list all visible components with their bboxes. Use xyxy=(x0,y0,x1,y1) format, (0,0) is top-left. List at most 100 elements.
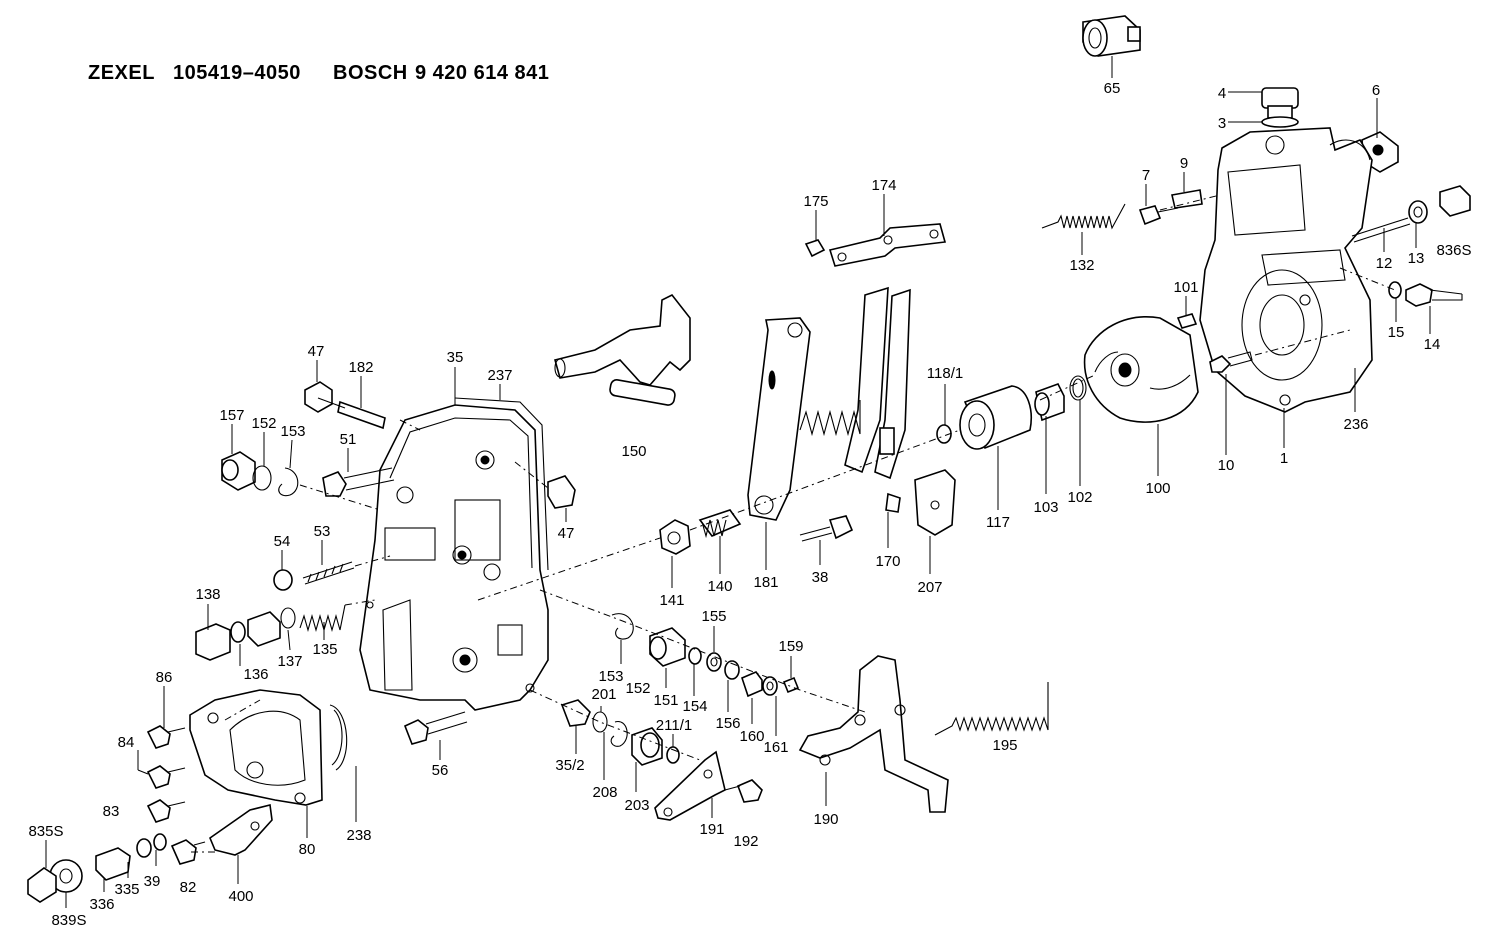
label-51: 51 xyxy=(340,431,357,448)
label-174: 174 xyxy=(871,177,896,194)
part-86-screw xyxy=(146,725,186,749)
part-153-clip-upper xyxy=(278,467,299,497)
header-code2: 9 420 614 841 xyxy=(415,62,550,84)
part-195-spring xyxy=(934,682,1049,736)
part-drawings xyxy=(27,15,1471,903)
part-140-adjuster xyxy=(698,509,742,539)
part-836S-cap xyxy=(1439,185,1471,217)
part-51-screw xyxy=(322,467,395,497)
label-132: 132 xyxy=(1069,257,1094,274)
part-156-washer xyxy=(724,660,740,680)
part-82-screw xyxy=(170,839,206,865)
part-80-cover xyxy=(189,689,323,806)
part-7-screw xyxy=(1138,205,1179,226)
label-35-2: 35/2 xyxy=(555,757,584,774)
label-236: 236 xyxy=(1343,416,1368,433)
part-14-bolt xyxy=(1405,283,1463,307)
label-153-upper: 153 xyxy=(280,423,305,440)
label-9: 9 xyxy=(1180,155,1188,172)
label-161: 161 xyxy=(763,739,788,756)
part-191-plate xyxy=(654,750,726,821)
label-4: 4 xyxy=(1218,85,1226,102)
part-154-ring xyxy=(688,647,702,665)
label-14: 14 xyxy=(1424,336,1441,353)
part-38-screw xyxy=(799,515,854,542)
leader-lines xyxy=(45,56,1431,908)
label-3: 3 xyxy=(1218,115,1226,132)
part-12-bolt xyxy=(1351,217,1411,243)
label-170: 170 xyxy=(875,553,900,570)
label-238: 238 xyxy=(346,827,371,844)
label-1: 1 xyxy=(1280,450,1288,467)
label-86: 86 xyxy=(156,669,173,686)
part-192-screw xyxy=(724,779,763,803)
part-labels: 65 4 3 6 7 9 175 174 132 12 13 836S 101 … xyxy=(28,80,1471,929)
part-160-sleeve xyxy=(741,671,763,698)
part-39-washer xyxy=(153,833,167,851)
label-56: 56 xyxy=(432,762,449,779)
label-53: 53 xyxy=(314,523,331,540)
label-203: 203 xyxy=(624,797,649,814)
label-156: 156 xyxy=(715,715,740,732)
label-47-upper: 47 xyxy=(308,343,325,360)
label-237: 237 xyxy=(487,367,512,384)
part-governor-lever xyxy=(799,286,911,513)
label-84: 84 xyxy=(118,734,135,751)
label-839S: 839S xyxy=(51,912,86,929)
part-136-sleeve xyxy=(230,611,281,647)
label-835S: 835S xyxy=(28,823,63,840)
label-118-1: 118/1 xyxy=(927,365,963,382)
part-132-spring xyxy=(1041,203,1126,230)
header-brand2: BOSCH xyxy=(333,62,408,84)
part-152-ring-upper xyxy=(252,465,272,491)
part-4-plug xyxy=(1261,87,1299,128)
header-code1: 105419–4050 xyxy=(173,62,301,84)
part-118-1-washer xyxy=(936,424,952,444)
part-400-bracket xyxy=(209,804,273,856)
part-161-washer xyxy=(762,676,778,696)
label-101: 101 xyxy=(1173,279,1198,296)
label-83: 83 xyxy=(103,803,120,820)
part-117-sleeve xyxy=(959,385,1032,450)
label-153-lower: 153 xyxy=(598,668,623,685)
part-138-cap xyxy=(195,623,231,661)
label-13: 13 xyxy=(1408,250,1425,267)
label-336: 336 xyxy=(89,896,114,913)
part-101-pin xyxy=(1176,313,1198,329)
part-47-screw-side xyxy=(547,475,576,509)
label-175: 175 xyxy=(803,193,828,210)
label-155: 155 xyxy=(701,608,726,625)
part-102-ring xyxy=(1069,375,1087,401)
label-7: 7 xyxy=(1142,167,1150,184)
label-154: 154 xyxy=(682,698,707,715)
label-191: 191 xyxy=(699,821,724,838)
label-6: 6 xyxy=(1372,82,1380,99)
label-207: 207 xyxy=(917,579,942,596)
label-335: 335 xyxy=(114,881,139,898)
part-84-screw xyxy=(146,765,186,789)
label-151: 151 xyxy=(653,692,678,709)
part-53-stud xyxy=(302,561,355,585)
label-10: 10 xyxy=(1218,457,1235,474)
part-835S-cap xyxy=(27,867,57,903)
part-137-washer xyxy=(280,607,296,629)
part-83-screw xyxy=(146,799,186,823)
part-207-block xyxy=(914,469,956,536)
label-54: 54 xyxy=(274,533,291,550)
part-54-nut xyxy=(273,569,293,591)
part-208-clip xyxy=(610,721,628,747)
part-336-nipple xyxy=(95,847,131,881)
part-236-housing xyxy=(1199,127,1373,413)
part-201-ring xyxy=(592,711,608,733)
part-10-screw xyxy=(1209,351,1253,373)
label-152-lower: 152 xyxy=(625,680,650,697)
part-13-nut xyxy=(1408,200,1428,224)
part-238-seal xyxy=(329,704,348,771)
part-157-plug xyxy=(221,451,256,491)
label-160: 160 xyxy=(739,728,764,745)
label-137: 137 xyxy=(277,653,302,670)
part-100-carrier xyxy=(1083,316,1199,423)
label-195: 195 xyxy=(992,737,1017,754)
label-15: 15 xyxy=(1388,324,1405,341)
label-47-side: 47 xyxy=(558,525,575,542)
